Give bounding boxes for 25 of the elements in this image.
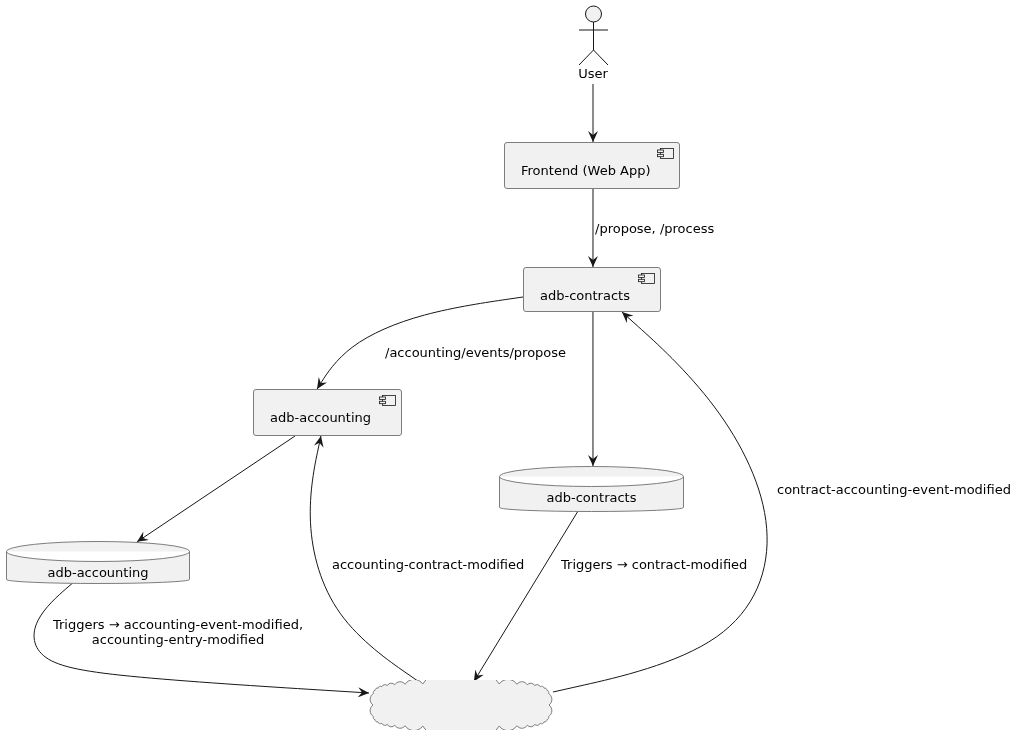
- database-name: adb-accounting: [47, 565, 149, 581]
- arrow: [588, 311, 598, 467]
- edge-label: /propose, /process: [594, 221, 716, 236]
- edge-label: /accounting/events/propose: [384, 345, 568, 360]
- component-box: [504, 142, 680, 189]
- edge-label: accounting-contract-modified: [331, 557, 526, 572]
- database-cylinder: [499, 466, 684, 512]
- component-name: Frontend (Web App): [521, 163, 651, 179]
- actor-name: User: [578, 66, 608, 82]
- edge-label: Triggers → contract-modified: [560, 557, 749, 572]
- database-name: adb-contracts: [546, 490, 637, 506]
- component-name: adb-contracts: [540, 288, 630, 304]
- arrow: [588, 83, 598, 143]
- component-box: [253, 389, 402, 436]
- arrow: [33, 582, 370, 698]
- cloud-shape: [369, 680, 553, 730]
- arrow: [316, 296, 524, 390]
- arrow: [587, 188, 598, 268]
- arrow: [552, 311, 768, 693]
- component-name: adb-accounting: [270, 410, 372, 426]
- edge-label: contract-accounting-event-modified: [776, 482, 1012, 497]
- arrow: [473, 510, 579, 682]
- arrow: [136, 435, 296, 543]
- database-cylinder: [6, 541, 190, 584]
- component-box: [523, 267, 661, 312]
